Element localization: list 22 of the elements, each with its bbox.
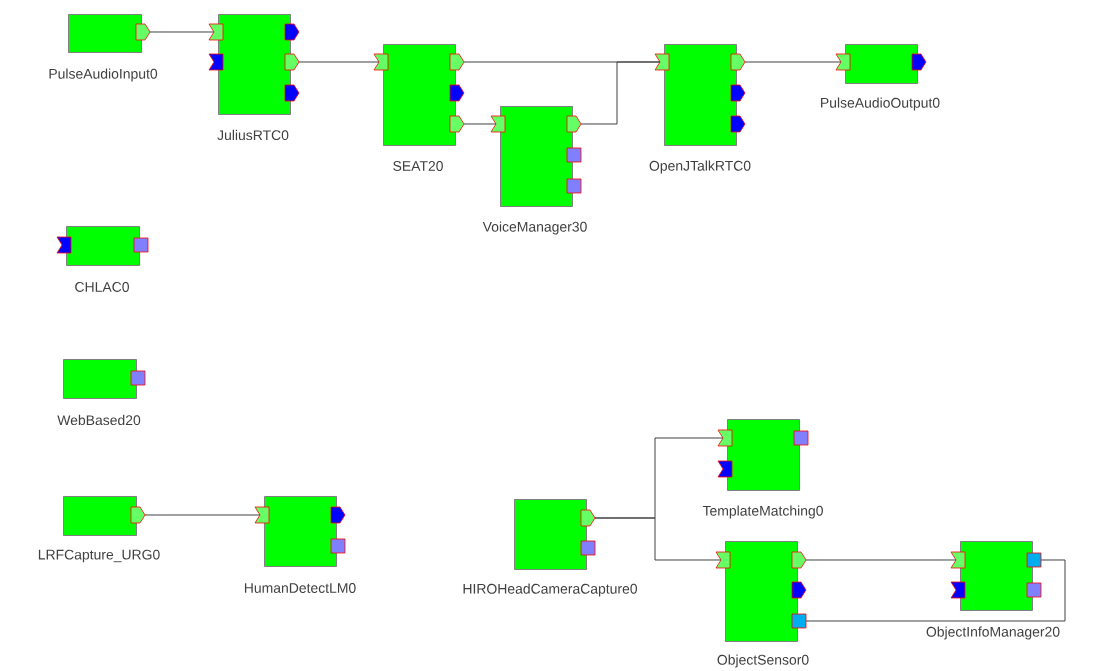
component-label: JuliusRTC0 bbox=[217, 129, 289, 141]
connector-line bbox=[594, 517, 722, 561]
connector-line bbox=[580, 61, 661, 125]
component-label: OpenJTalkRTC0 bbox=[649, 160, 751, 174]
connector-line bbox=[149, 31, 215, 33]
connector-line bbox=[463, 123, 497, 125]
component-label: LRFCapture_URG0 bbox=[38, 549, 160, 563]
component-label: CHLAC0 bbox=[75, 282, 129, 292]
component-label: TemplateMatching0 bbox=[702, 505, 823, 519]
connector-line bbox=[744, 61, 842, 63]
connector-line bbox=[144, 514, 261, 516]
component-label: PulseAudioOutput0 bbox=[821, 97, 940, 111]
component-label: ObjectSensor0 bbox=[717, 654, 809, 668]
component-label: VoiceManager30 bbox=[482, 221, 587, 235]
component-label: PulseAudioInput0 bbox=[49, 68, 158, 82]
component-label: SEAT20 bbox=[393, 161, 443, 171]
component-label: WebBased20 bbox=[57, 414, 141, 426]
component-label: HIROHeadCameraCapture0 bbox=[463, 583, 638, 597]
connector-line bbox=[805, 559, 957, 561]
component-label: HumanDetectLM0 bbox=[244, 583, 356, 593]
connector-line bbox=[298, 61, 380, 63]
component-label: ObjectInfoManager20 bbox=[926, 626, 1060, 640]
